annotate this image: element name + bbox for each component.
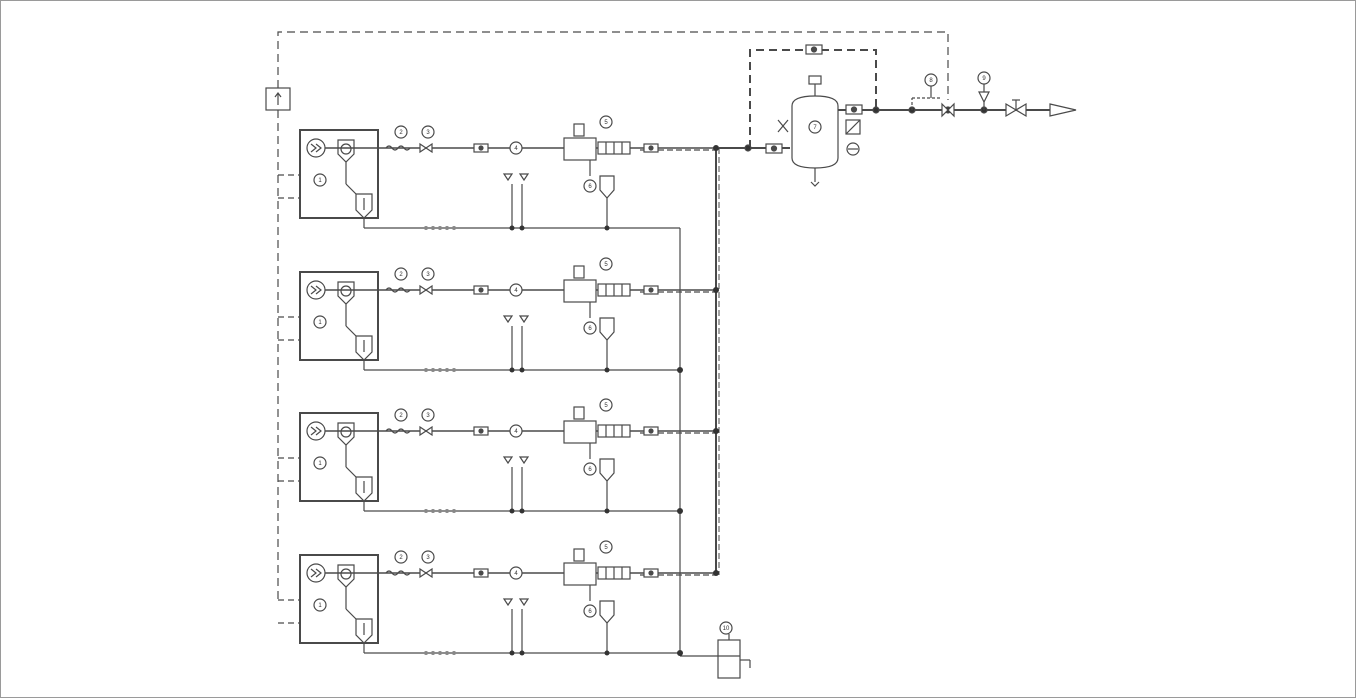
filter-label: 5 [604, 545, 608, 551]
condensate-drain-icon [599, 458, 615, 482]
ball-valve-marker [421, 125, 435, 139]
ball-valve-label: 3 [426, 272, 430, 278]
filter-housing [563, 420, 597, 444]
condensate-drain-marker [583, 604, 597, 618]
dryer-label: 4 [514, 146, 518, 152]
compressor-train-3 [278, 406, 719, 514]
condensate-drain-icon [599, 175, 615, 199]
dryer-marker [509, 424, 523, 438]
compressor-marker [313, 173, 327, 187]
compressor-label: 1 [318, 178, 322, 184]
flex-hose-icon [385, 428, 411, 434]
flex-hose-marker [394, 267, 408, 281]
flex-hose-marker [394, 408, 408, 422]
ball-valve-label: 3 [426, 555, 430, 561]
ball-valve-marker [421, 408, 435, 422]
flex-hose-label: 2 [399, 130, 403, 136]
differential-gauge-icon [573, 265, 585, 279]
ball-valve-marker [421, 267, 435, 281]
compressor-train-1 [278, 123, 719, 231]
compressor-marker [313, 315, 327, 329]
outlet-arrow [1049, 103, 1077, 117]
flex-hose-icon [385, 287, 411, 293]
flex-hose-label: 2 [399, 555, 403, 561]
differential-gauge-icon [573, 406, 585, 420]
dryer-label: 4 [514, 429, 518, 435]
ball-valve-icon [419, 142, 433, 154]
ball-valve-label: 3 [426, 413, 430, 419]
compressor-label: 1 [318, 320, 322, 326]
filter-marker [599, 540, 613, 554]
condensate-drain-label: 6 [588, 326, 592, 332]
condensate-drain-label: 6 [588, 184, 592, 190]
differential-gauge-icon [573, 548, 585, 562]
ball-valve-label: 3 [426, 130, 430, 136]
ball-valve-icon [419, 284, 433, 296]
compressor-label: 1 [318, 603, 322, 609]
condensate-drain-label: 6 [588, 609, 592, 615]
condensate-drain-marker [583, 179, 597, 193]
compressor-train-2 [278, 265, 719, 373]
pressure-gauge-label: 8 [929, 78, 933, 84]
compressor-train-4 [278, 548, 719, 656]
filter-label: 5 [604, 120, 608, 126]
filter-marker [599, 257, 613, 271]
flex-hose-marker [394, 550, 408, 564]
outlet-valve-label: 9 [982, 76, 986, 82]
ball-valve-marker [421, 550, 435, 564]
dryer-marker [509, 283, 523, 297]
condensate-drain-marker [583, 462, 597, 476]
dryer-marker [509, 141, 523, 155]
differential-gauge-icon [573, 123, 585, 137]
compressor-marker [313, 598, 327, 612]
condensate-drain-icon [599, 600, 615, 624]
flex-hose-icon [385, 570, 411, 576]
filter-housing [563, 279, 597, 303]
flex-hose-label: 2 [399, 272, 403, 278]
condensate-drain-icon [599, 317, 615, 341]
flex-hose-label: 2 [399, 413, 403, 419]
compressor-marker [313, 456, 327, 470]
air-receiver-tank [791, 95, 839, 169]
dryer-marker [509, 566, 523, 580]
filter-label: 5 [604, 262, 608, 268]
condensate-drain-marker [583, 321, 597, 335]
filter-label: 5 [604, 403, 608, 409]
filter-marker [599, 115, 613, 129]
control-line-top [277, 31, 949, 100]
filter-housing [563, 562, 597, 586]
condensate-drain-label: 6 [588, 467, 592, 473]
ball-valve-icon [419, 425, 433, 437]
oil-water-separator [717, 639, 741, 679]
receiver-label: 7 [813, 125, 817, 131]
filter-housing [563, 137, 597, 161]
ball-valve-icon [419, 567, 433, 579]
dryer-label: 4 [514, 288, 518, 294]
compressor-label: 1 [318, 461, 322, 467]
dryer-label: 4 [514, 571, 518, 577]
separator-label: 10 [723, 626, 730, 632]
flex-hose-icon [385, 145, 411, 151]
flex-hose-marker [394, 125, 408, 139]
filter-marker [599, 398, 613, 412]
